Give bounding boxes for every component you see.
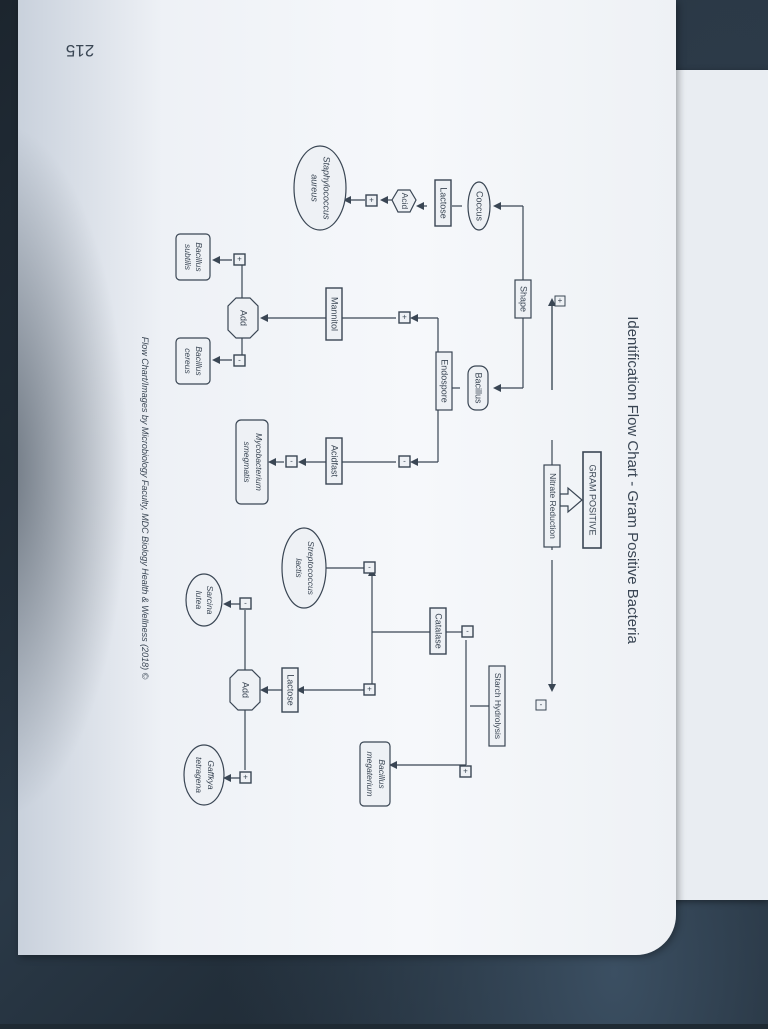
add-right-label: Add <box>241 682 251 698</box>
gram-positive-box: GRAM POSITIVE <box>582 451 602 549</box>
sign-box: + <box>363 683 376 696</box>
acid-node: Acid <box>391 189 417 213</box>
lactose-left-box: Lactose <box>434 179 452 227</box>
nitrate-reduction-box: Nitrate Reduction <box>543 464 561 548</box>
minus-sign: - <box>466 627 469 636</box>
plus-sign: + <box>369 196 374 205</box>
staph-line1: Staphylococcus <box>322 156 332 220</box>
staphylococcus-aureus-node: Staphylococcus aureus <box>293 145 347 231</box>
sign-box: + <box>459 765 472 778</box>
minus-sign: - <box>244 599 247 608</box>
starch-hydrolysis-box: Starch Hydrolysis <box>488 665 506 747</box>
lactose-left-label: Lactose <box>439 187 449 219</box>
starch-hydrolysis-label: Starch Hydrolysis <box>493 673 503 739</box>
acidfast-box: Acidfast <box>325 437 343 485</box>
endospore-box: Endospore <box>435 351 453 411</box>
lactose-right-box: Lactose <box>281 667 299 713</box>
sarcina-line2: lutea <box>194 591 204 610</box>
sign-box: + <box>554 295 566 307</box>
acidfast-label: Acidfast <box>330 445 340 478</box>
add-left-label: Add <box>239 310 249 326</box>
gaffkya-tetragena-node: Gaffkya tetragena <box>183 744 225 806</box>
bacillus-cereus-node: Bacillus cereus <box>175 337 211 385</box>
add-right-node: Add <box>229 669 261 711</box>
streptococcus-lactis-node: Streptococcus lactis <box>281 527 327 609</box>
bacillus-megaterium-node: Bacillus megaterium <box>359 741 391 807</box>
coccus-node: Coccus <box>467 181 491 231</box>
nitrate-reduction-label: Nitrate Reduction <box>548 473 558 539</box>
minus-sign: - <box>403 457 406 466</box>
b-subtilis-line2: subtilis <box>183 244 193 271</box>
bacillus-node: Bacillus <box>467 365 489 411</box>
minus-sign: - <box>238 356 241 365</box>
plus-sign: + <box>237 255 242 264</box>
gaffkya-line2: tetragena <box>194 757 204 793</box>
strep-line2: lactis <box>294 558 304 578</box>
plus-sign: + <box>243 773 248 782</box>
sign-box: - <box>239 597 252 610</box>
plus-sign: + <box>558 296 563 305</box>
sign-box: - <box>233 354 246 367</box>
sarcina-lutea-node: Sarcina lutea <box>185 573 223 627</box>
myco-line1: Mycobacterium <box>254 433 264 491</box>
mannitol-label: Mannitol <box>330 297 340 331</box>
big-arrow-icon <box>559 486 583 514</box>
sarcina-line1: Sarcina <box>205 586 215 615</box>
endospore-label: Endospore <box>440 359 450 403</box>
sign-box: + <box>365 194 378 207</box>
lactose-right-label: Lactose <box>286 674 296 706</box>
plus-sign: + <box>402 313 407 322</box>
minus-sign: - <box>368 563 371 572</box>
mannitol-box: Mannitol <box>325 287 343 341</box>
b-megaterium-line2: megaterium <box>365 752 375 797</box>
bacillus-subtilis-node: Bacillus subtilis <box>175 233 211 281</box>
b-cereus-line2: cereus <box>183 348 193 374</box>
catalase-box: Catalase <box>429 607 447 655</box>
coccus-label: Coccus <box>475 191 485 222</box>
page-title: Identification Flow Chart - Gram Positiv… <box>624 316 641 644</box>
shape-box: Shape <box>514 279 532 319</box>
myco-line2: smegmatis <box>242 441 252 483</box>
sign-box: - <box>285 455 298 468</box>
gaffkya-line1: Gaffkya <box>206 760 216 790</box>
hand-shadow <box>0 120 130 820</box>
credit-line: Flow Chart/Images by Microbiology Facult… <box>140 337 150 680</box>
staph-line2: aureus <box>310 174 320 202</box>
minus-sign: - <box>290 457 293 466</box>
plus-sign: + <box>367 685 372 694</box>
mycobacterium-smegmatis-node: Mycobacterium smegmatis <box>235 419 269 505</box>
sign-box: - <box>363 561 376 574</box>
sign-box: + <box>398 311 411 324</box>
strep-line1: Streptococcus <box>306 541 316 596</box>
sign-box: - <box>461 625 474 638</box>
add-left-node: Add <box>227 297 259 339</box>
minus-sign: - <box>540 700 543 709</box>
b-cereus-line1: Bacillus <box>194 346 204 376</box>
plus-sign: + <box>463 767 468 776</box>
shape-label: Shape <box>519 286 529 312</box>
gram-positive-label: GRAM POSITIVE <box>588 464 598 535</box>
catalase-label: Catalase <box>434 613 444 649</box>
b-megaterium-line1: Bacillus <box>377 759 387 789</box>
sign-box: - <box>535 699 547 711</box>
sign-box: + <box>239 771 252 784</box>
sign-box: - <box>398 455 411 468</box>
sign-box: + <box>233 253 246 266</box>
b-subtilis-line1: Bacillus <box>194 242 204 272</box>
bacillus-label: Bacillus <box>474 372 484 404</box>
page-number: 215 <box>66 41 94 60</box>
acid-label: Acid <box>400 193 410 210</box>
